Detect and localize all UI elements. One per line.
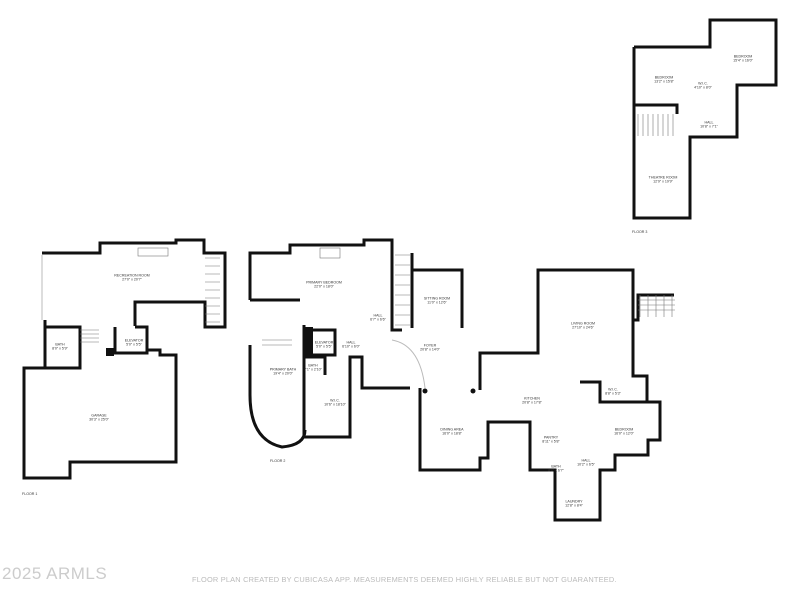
room-dims: 30'3" x 25'0" <box>89 418 109 422</box>
floor-2-walls <box>248 238 675 522</box>
room-name: SITTING ROOM <box>423 296 451 301</box>
room-dims: 11'0" x 12'6" <box>427 301 447 305</box>
room-name: BATH <box>308 363 318 368</box>
room-name: HALL <box>346 340 356 345</box>
room-dims: 19'4" x 20'0" <box>273 372 293 376</box>
room-name: GARAGE <box>91 413 107 418</box>
watermark: 2025 ARMLS <box>2 564 108 583</box>
floor-3-label: FLOOR 3 <box>632 230 648 234</box>
room-name: BEDROOM <box>654 75 674 80</box>
room-dims: 13'2" x 15'8" <box>654 80 674 84</box>
room-name: W.I.C. <box>698 81 708 86</box>
room-dims: 6'7" x 6'6" <box>370 318 386 322</box>
room-dims: 7'1" x 2'10" <box>304 368 322 372</box>
room-dims: 8'8" x 5'3" <box>605 392 621 396</box>
room-name: LIVING ROOM <box>571 321 595 326</box>
room-dims: 5'0" x 5'5" <box>316 345 332 349</box>
room-wic: W.I.C.4'10" x 8'0" <box>694 82 712 91</box>
room-dims: 12'8" x 8'4" <box>565 504 583 508</box>
room-name: W.I.C. <box>330 398 340 403</box>
room-name: ELEVATOR <box>314 340 334 345</box>
room-name: FOYER <box>423 343 437 348</box>
disclaimer: FLOOR PLAN CREATED BY CUBICASA APP. MEAS… <box>192 575 617 584</box>
floor-1-label: FLOOR 1 <box>22 492 38 496</box>
room-wic: W.I.C.10'6" x 18'10" <box>324 399 346 408</box>
room-name: BEDROOM <box>614 427 634 432</box>
room-dims: 12'9" x 19'9" <box>653 180 673 184</box>
room-dims: 5'0" x 5'5" <box>126 343 142 347</box>
room-dims: 27'10" x 24'6" <box>572 326 594 330</box>
room-name: HALL <box>581 458 591 463</box>
room-dims: 16'0" x 18'8" <box>442 432 462 436</box>
room-dims: 10'6" x 18'10" <box>324 403 346 407</box>
room-name: PANTRY <box>543 435 559 440</box>
room-dims: 8'11" x 5'8" <box>542 440 560 444</box>
room-dims: 22'0" x 18'0" <box>314 285 334 289</box>
room-name: THEATRE ROOM <box>648 175 678 180</box>
room-dims: 10'2" x 6'5" <box>577 463 595 467</box>
room-dims: 20'8" x 14'0" <box>420 348 440 352</box>
floor-2-label: FLOOR 2 <box>270 459 286 463</box>
room-dims: 27'0" x 20'7" <box>122 278 142 282</box>
room-dims: 6'10" x 6'0" <box>342 345 360 349</box>
room-name: DINING AREA <box>440 427 464 432</box>
room-wic: W.I.C.8'8" x 5'3" <box>605 388 621 397</box>
room-dims: 20'8" x 17'8" <box>522 401 542 405</box>
room-name: LAUNDRY <box>565 499 583 504</box>
room-dims: 10'8" x 7'1" <box>700 125 718 129</box>
room-dims: 15'4" x 16'0" <box>733 59 753 63</box>
room-name: PRIMARY BEDROOM <box>306 280 342 285</box>
room-name: HALL <box>373 313 383 318</box>
room-name: BEDROOM <box>733 54 753 59</box>
room-name: BATH <box>551 464 561 469</box>
floor-3-walls <box>632 18 778 220</box>
room-name: BATH <box>55 342 65 347</box>
room-name: HALL <box>704 120 714 125</box>
room-dims: 8'0" x 5'9" <box>52 347 68 351</box>
room-name: W.I.C. <box>608 387 618 392</box>
room-name: PRIMARY BATH <box>269 367 297 372</box>
floor-1-walls <box>22 238 227 480</box>
room-name: KITCHEN <box>524 396 540 401</box>
room-dims: 16'0" x 12'0" <box>614 432 634 436</box>
room-name: RECREATION ROOM <box>114 273 150 278</box>
room-dims: 8'0" x 6'7" <box>548 469 564 473</box>
room-dims: 4'10" x 8'0" <box>694 86 712 90</box>
room-name: ELEVATOR <box>124 338 144 343</box>
